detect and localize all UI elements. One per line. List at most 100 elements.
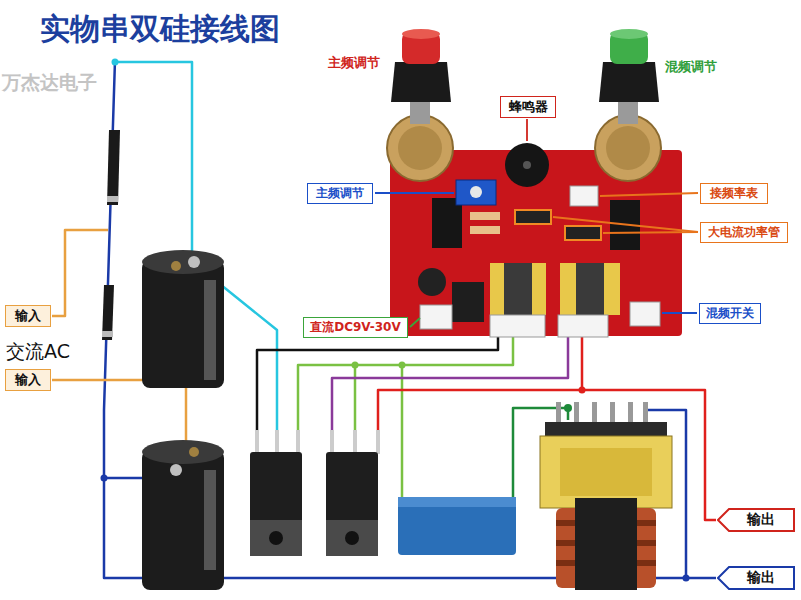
potentiometer-part: [387, 115, 453, 181]
transformer-part: [574, 402, 579, 424]
transformer-part: [556, 402, 561, 424]
potentiometer-part: [398, 126, 442, 170]
input-label: 交流AC: [6, 341, 70, 362]
callout-box: 直流DC9V-30V: [303, 317, 408, 338]
electrolytic-capacitor-part: [171, 261, 181, 271]
callout-text: 输出: [747, 512, 775, 527]
callout-text: 输入: [15, 309, 41, 323]
film-capacitor-part: [398, 497, 516, 507]
transformer-part: [610, 402, 615, 424]
driver-board-part: [470, 212, 500, 220]
callout-box: 蜂鸣器: [500, 96, 556, 118]
transformer-part: [540, 436, 672, 508]
wire-joint-part: [683, 575, 690, 582]
power-transistor-part: [326, 452, 378, 556]
knob-label: 主频调节: [328, 56, 380, 70]
power-transistor-part: [250, 452, 302, 556]
driver-board-part: [565, 226, 601, 240]
diode: [102, 130, 120, 340]
power-transistor-part: [330, 430, 334, 454]
driver-board-part: [490, 263, 546, 315]
wire-joint-part: [579, 387, 586, 394]
potentiometer-part: [610, 29, 648, 39]
callout-text: 输出: [747, 570, 775, 585]
callout-text: 接频率表: [710, 187, 758, 200]
electrolytic-capacitor-part: [142, 250, 224, 274]
driver-board-part: [523, 161, 531, 169]
power-transistor-part: [353, 430, 357, 454]
potentiometer-part: [599, 62, 659, 102]
leader-line-part: [600, 193, 698, 196]
power-transistor-part: [269, 531, 283, 545]
electrolytic-capacitor-part: [189, 447, 199, 457]
driver-board-part: [576, 263, 604, 315]
power-transistor: [250, 430, 380, 556]
input-box: 输入: [5, 305, 51, 327]
power-transistor-part: [345, 531, 359, 545]
potentiometer-part: [595, 115, 661, 181]
power-transistor-part: [296, 430, 300, 454]
power-transistor-part: [275, 430, 279, 454]
power-transistor-part: [255, 430, 259, 454]
transformer-part: [560, 448, 652, 496]
wire-part: [378, 336, 582, 432]
callout-box: 接频率表: [700, 183, 768, 204]
transformer-part: [545, 422, 667, 436]
driver-board-part: [515, 210, 551, 224]
callout-text: 直流DC9V-30V: [310, 321, 401, 334]
output-arrow: 输出: [717, 508, 795, 532]
wire-part: [401, 365, 404, 497]
callout-box: 混频开关: [699, 303, 761, 324]
wire-part: [354, 365, 357, 432]
driver-board-part: [505, 143, 549, 187]
wire-joint-part: [399, 362, 406, 369]
transformer-part: [592, 402, 597, 424]
film-capacitor: [398, 497, 516, 555]
wire-joint-part: [564, 404, 572, 412]
wire-part: [686, 577, 716, 580]
driver-board-part: [418, 268, 446, 296]
diode-part: [102, 331, 113, 337]
potentiometer: [387, 29, 661, 181]
driver-board-part: [456, 180, 496, 205]
driver-board-part: [630, 302, 660, 326]
driver-board-part: [504, 263, 532, 315]
driver-board-part: [558, 315, 608, 337]
callout-text: 蜂鸣器: [509, 100, 548, 114]
driver-board-part: [420, 305, 452, 329]
leader-line-part: [603, 232, 698, 233]
wire-part: [332, 336, 568, 432]
transformer-part: [575, 498, 637, 590]
power-transistor-part: [250, 520, 302, 556]
potentiometer-part: [391, 62, 451, 102]
power-transistor-part: [376, 430, 380, 454]
wire-joint-part: [352, 362, 359, 369]
callout-text: 大电流功率管: [708, 226, 780, 239]
electrolytic-capacitor: [142, 250, 224, 590]
electrolytic-capacitor-part: [204, 280, 216, 380]
driver-board-part: [470, 186, 482, 198]
wire-part: [115, 62, 192, 256]
film-capacitor-part: [398, 497, 516, 555]
callout-text: 混频开关: [706, 307, 754, 320]
watermark: 万杰达电子: [2, 72, 97, 93]
electrolytic-capacitor-part: [142, 450, 224, 590]
electrolytic-capacitor-part: [142, 440, 224, 464]
input-box: 输入: [5, 369, 51, 391]
callout-text: 主频调节: [316, 187, 364, 200]
callout-box: 大电流功率管: [700, 222, 788, 243]
diode-part: [107, 196, 118, 202]
diode-part: [107, 130, 120, 205]
transformer-part: [628, 402, 633, 424]
wire-joint-part: [101, 475, 108, 482]
output-arrow: 输出: [717, 566, 795, 590]
potentiometer-part: [606, 126, 650, 170]
power-transistor-part: [326, 520, 378, 556]
leader-line-part: [553, 217, 698, 232]
wire-part: [52, 230, 108, 316]
callout-text: 输入: [15, 373, 41, 387]
electrolytic-capacitor-part: [142, 260, 224, 388]
electrolytic-capacitor-part: [204, 470, 216, 570]
diagram-title: 实物串双硅接线图: [40, 12, 280, 45]
diode-part: [102, 285, 114, 340]
